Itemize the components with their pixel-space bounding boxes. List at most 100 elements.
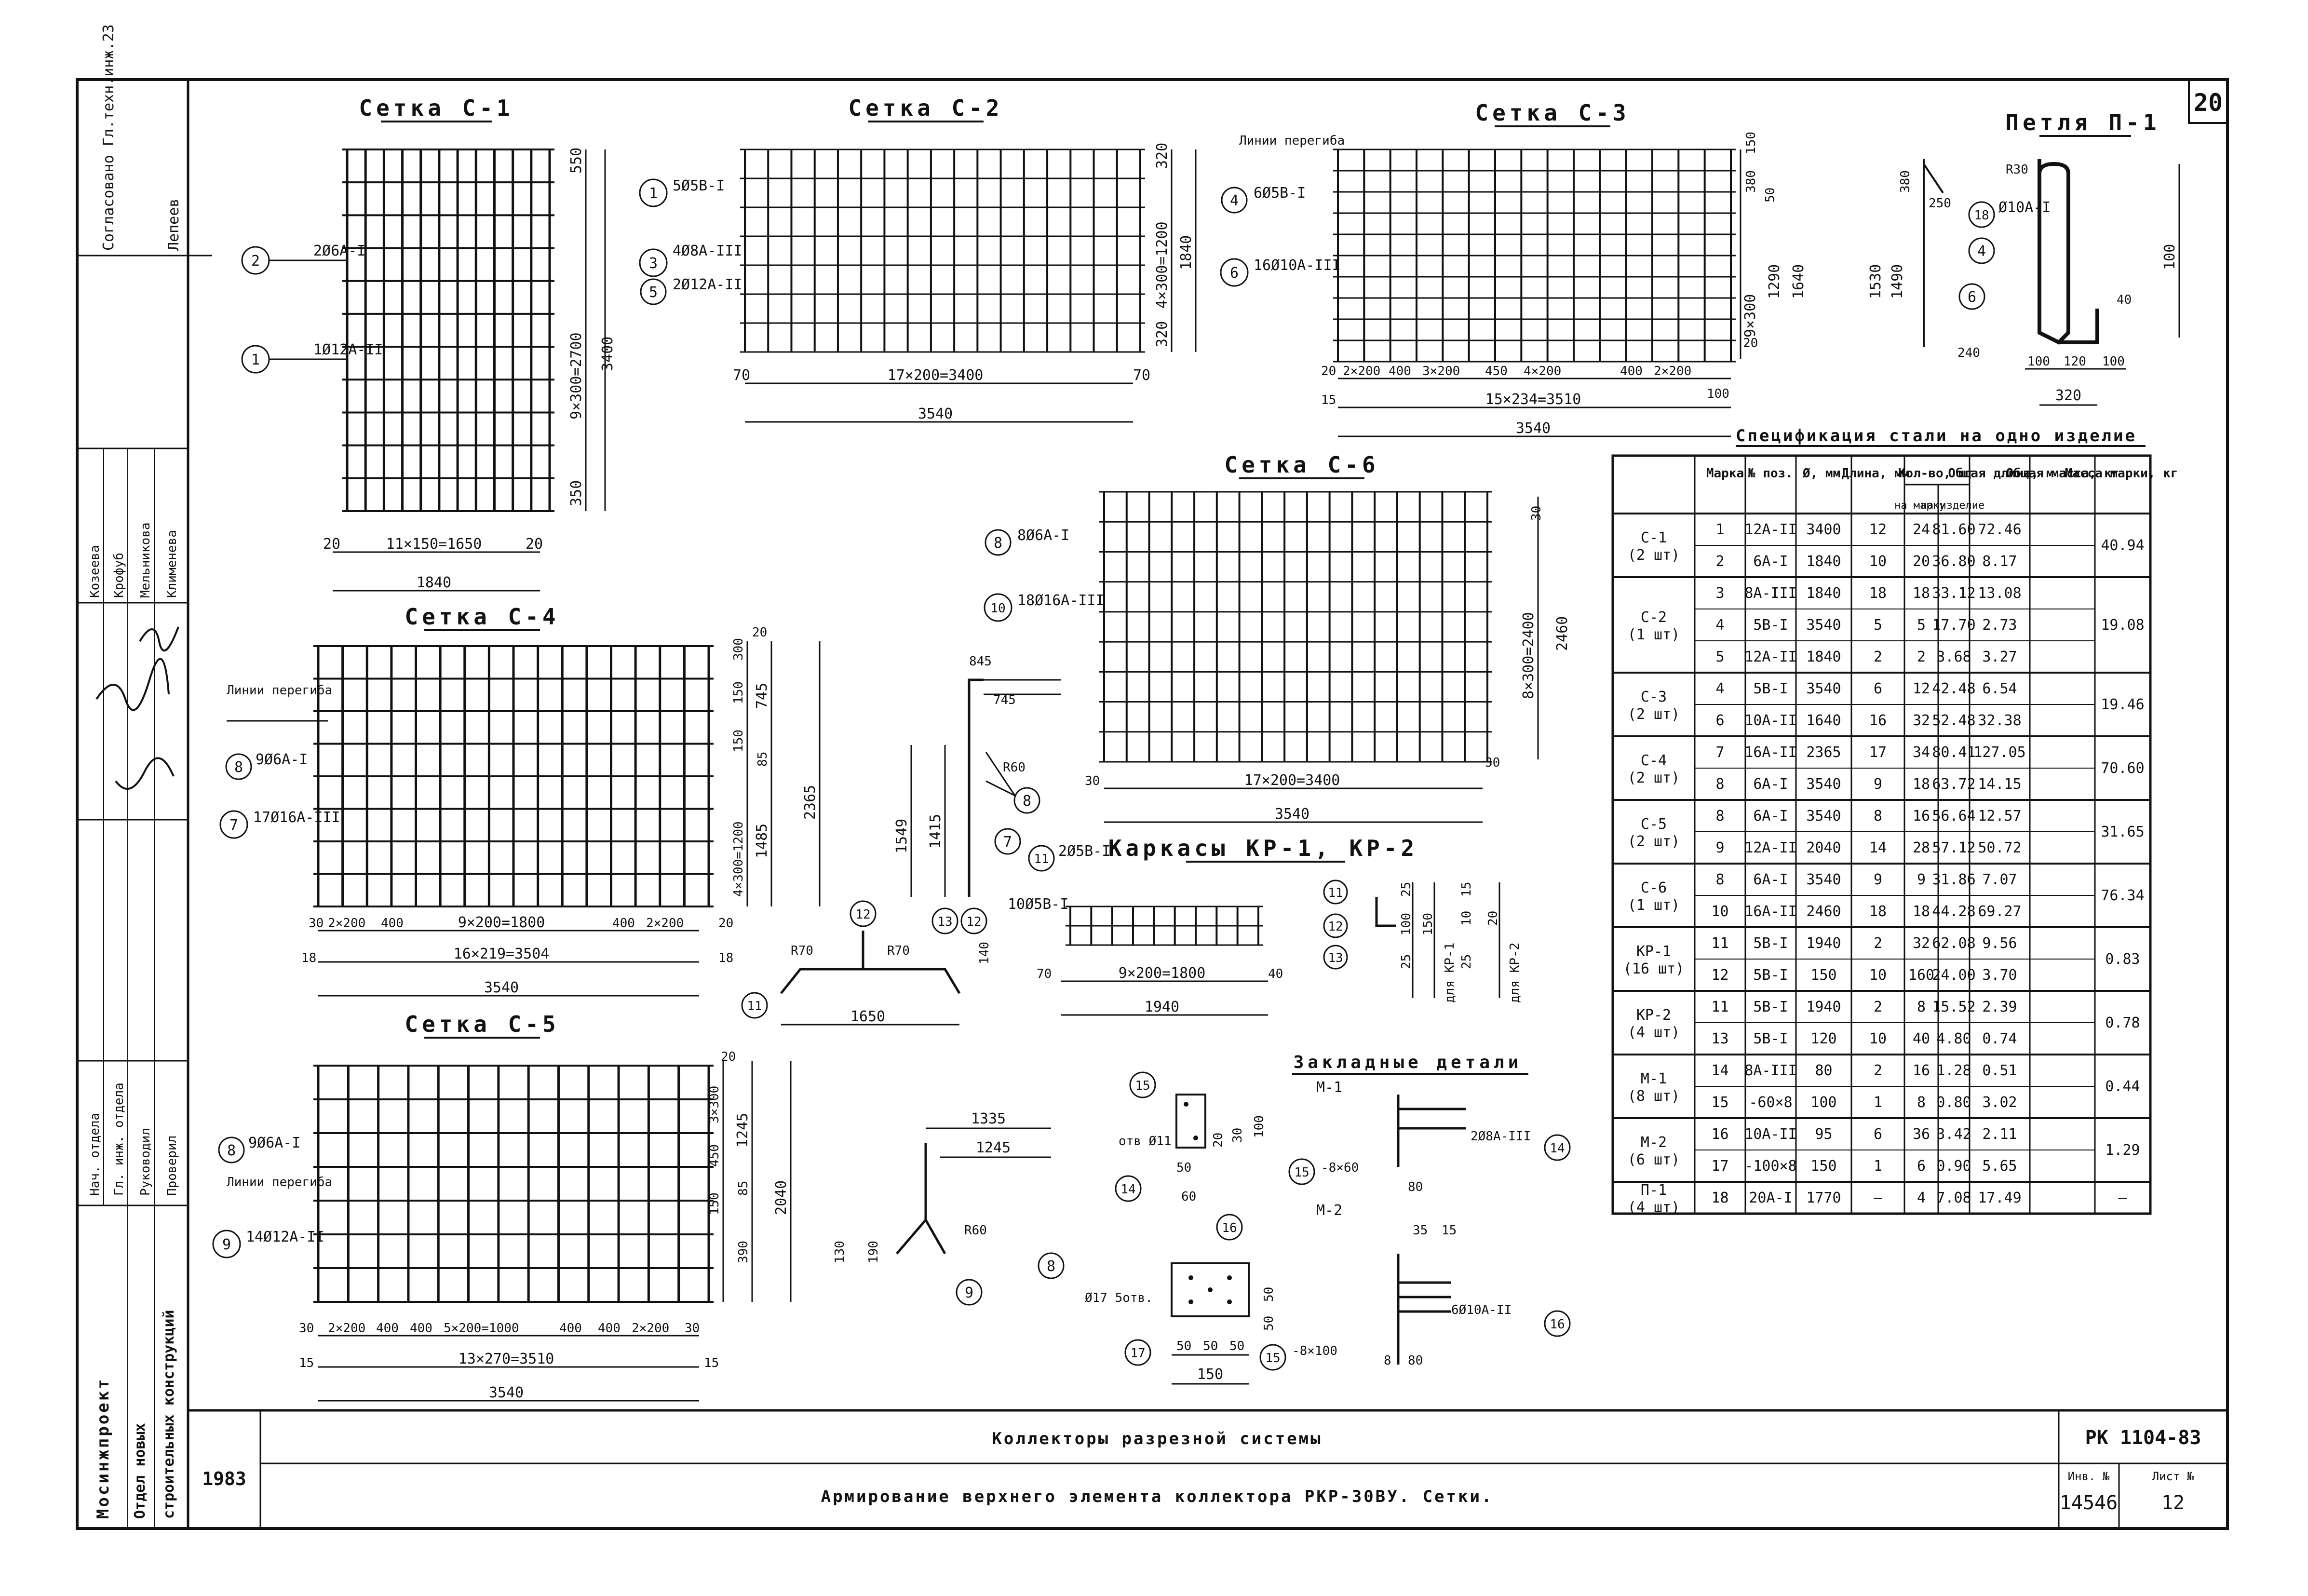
- loop-d40: 40: [2117, 293, 2132, 307]
- c5-d400d: 400: [598, 1321, 621, 1336]
- bent-p11: 2Ø5В-I: [1058, 843, 1110, 860]
- pos-marker-15: [1129, 1071, 1156, 1098]
- mesh-c5: Сетка С-5 8 9Ø6А-I Линии перегиба 9 14Ø1…: [212, 1011, 792, 1402]
- cell-marka: С-3: [1641, 689, 1667, 705]
- pos-marker-12-label: 12: [855, 907, 870, 922]
- table-cell: 13.08: [1978, 585, 2021, 602]
- table-cell: 1840: [1806, 649, 1841, 665]
- table-cell: 80: [1815, 1062, 1832, 1079]
- table-cell: 2: [1874, 649, 1882, 665]
- table-cell: 3540: [1806, 808, 1841, 825]
- loop-d1530: 1530: [1867, 264, 1884, 299]
- table-cell: 2: [1874, 1062, 1882, 1079]
- pos-marker-15-label: 15: [1135, 1079, 1150, 1093]
- mesh-c4: Сетка С-4 Линии перегиба 8 9Ø6А-I 7 17Ø1…: [219, 604, 821, 997]
- emb-d30: 30: [1230, 1128, 1245, 1143]
- cell-marka: М-1: [1641, 1070, 1667, 1087]
- emb-d35: 35: [1413, 1223, 1428, 1238]
- cell-marka: С-6: [1641, 879, 1667, 896]
- c3-d3540: 3540: [1516, 420, 1551, 437]
- table-cell: 2: [1715, 553, 1724, 570]
- cell-mass: 1.29: [2105, 1142, 2140, 1159]
- sheet-border: [76, 78, 2229, 1530]
- table-cell: 13: [1711, 1030, 1728, 1047]
- kr-d1940: 1940: [1145, 999, 1179, 1015]
- table-cell: —: [1874, 1190, 1883, 1206]
- table-cell: 6.54: [1982, 680, 2017, 697]
- table-cell: 3.27: [1982, 649, 2017, 665]
- table-cell: 18: [1913, 776, 1930, 793]
- cell-mass: 0.78: [2105, 1014, 2140, 1031]
- bent-d130: 130: [833, 1241, 847, 1263]
- sheet-number: 20: [2194, 89, 2223, 117]
- table-cell: 12.57: [1978, 808, 2021, 825]
- table-cell: 1: [1874, 1158, 1882, 1175]
- cell-count: (4 шт): [1628, 1024, 1680, 1041]
- table-cell: 52.48: [1932, 712, 1975, 729]
- kr-p12: 10Ø5В-I: [1008, 896, 1068, 913]
- emb-d60: 60: [1181, 1190, 1196, 1204]
- role-name-3: Мельникова: [138, 522, 153, 598]
- cell-marka: М-2: [1641, 1134, 1667, 1151]
- kr-d70: 70: [1037, 967, 1052, 981]
- table-cell: -60×8: [1749, 1094, 1792, 1111]
- table-cell: 32.38: [1978, 712, 2021, 729]
- mesh-c1-title: Сетка С-1: [359, 95, 513, 121]
- m1-hole: отв Ø11: [1119, 1134, 1172, 1149]
- table-cell: 5: [1715, 649, 1724, 665]
- hole: [1227, 1299, 1232, 1304]
- spec-table: Спецификация стали на одно изделие Марка…: [1611, 426, 2178, 1216]
- table-cell: 5.65: [1982, 1158, 2017, 1175]
- agreed-name: Лепеев: [165, 199, 182, 251]
- c1-pos2: 2Ø6А-I: [313, 243, 365, 259]
- table-cell: 12: [1711, 967, 1728, 984]
- pos-marker-13c: [1323, 945, 1348, 970]
- bent-d845: 845: [969, 654, 992, 669]
- table-cell: 3.68: [1936, 649, 1971, 665]
- table-cell: 7.08: [1936, 1190, 1971, 1206]
- table-cell: 0.74: [1982, 1030, 2017, 1047]
- hole: [1184, 1102, 1188, 1107]
- c3-d400b: 400: [1620, 364, 1643, 379]
- pos-marker-7-label: 7: [1003, 834, 1012, 851]
- table-cell: 8: [1715, 871, 1724, 888]
- kr-h2: 100: [1399, 913, 1414, 935]
- cell-count: (16 шт): [1623, 960, 1684, 977]
- pos-marker-14b-label: 14: [1550, 1141, 1565, 1156]
- c3-d50: 50: [1763, 188, 1778, 203]
- emb-d50v: 50: [1262, 1287, 1276, 1302]
- table-cell: 14.15: [1978, 776, 2021, 793]
- c2-pos1: 5Ø5В-I: [673, 177, 725, 194]
- hdr-qty: Кол-во, шт: [1898, 466, 1974, 481]
- table-cell: 2.11: [1982, 1126, 2017, 1143]
- c1-d550: 550: [568, 148, 585, 174]
- m2-title: М-2: [1316, 1202, 1342, 1219]
- pos-marker-11c-label: 11: [1328, 886, 1343, 900]
- table-cell: 2: [1917, 649, 1926, 665]
- title-line-1: Коллекторы разрезной системы: [992, 1429, 1322, 1448]
- pos-marker-8c-label: 8: [1047, 1258, 1055, 1275]
- c4-v5: 2365: [802, 785, 819, 820]
- kr-h5: 15: [1459, 882, 1474, 897]
- hdr-pos: № поз.: [1748, 466, 1793, 481]
- pos-marker-6: [1220, 258, 1249, 287]
- kr-h7: 25: [1459, 954, 1474, 969]
- signature-3: [115, 757, 175, 790]
- table-cell: 2.39: [1982, 999, 2017, 1015]
- table-cell: 17: [1711, 1158, 1728, 1175]
- table-cell: 57.12: [1932, 839, 1975, 856]
- pos-marker-12c: [1323, 913, 1348, 938]
- table-cell: 9: [1874, 871, 1882, 888]
- spec-title: Спецификация стали на одно изделие: [1736, 426, 2137, 446]
- pos-marker-13-label: 13: [937, 915, 952, 929]
- c5-d400a: 400: [376, 1321, 399, 1336]
- emb-d80: 80: [1408, 1180, 1423, 1194]
- c4-pos8: 9Ø6А-I: [256, 751, 308, 768]
- table-cell: 24.00: [1932, 967, 1975, 984]
- kr-h6: 10: [1459, 911, 1474, 926]
- table-row-group: КР-1(16 шт)0.83: [1623, 943, 2140, 977]
- c3-pos6: 16Ø10А-III: [1254, 257, 1341, 274]
- c5-pos9: 14Ø12А-II: [246, 1229, 324, 1245]
- table-cell: 8А-III: [1744, 1062, 1796, 1079]
